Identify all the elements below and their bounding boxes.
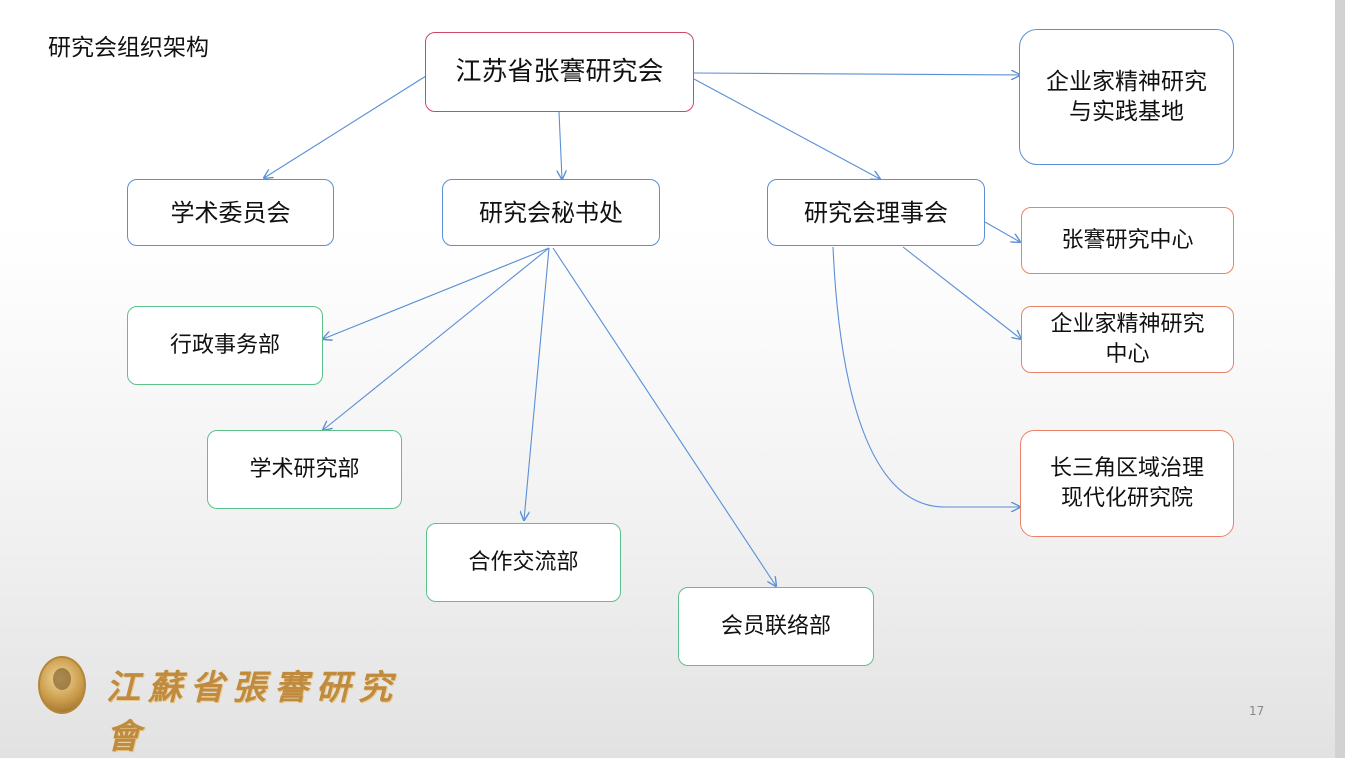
page-number: 17 xyxy=(1249,704,1265,718)
edge-root-to-secretariat xyxy=(559,111,562,179)
node-research-dept: 学术研究部 xyxy=(207,430,402,509)
edge-secretariat-to-member xyxy=(552,247,776,586)
node-admin-dept: 行政事务部 xyxy=(127,306,323,385)
node-council-label: 研究会理事会 xyxy=(804,198,948,227)
node-secretariat-label: 研究会秘书处 xyxy=(479,198,623,227)
edge-root-to-academic-committee xyxy=(264,75,427,178)
node-coop-dept: 合作交流部 xyxy=(426,523,621,602)
node-entrepreneur-center: 企业家精神研究 中心 xyxy=(1021,306,1234,373)
edge-secretariat-to-research xyxy=(323,247,550,430)
node-member-dept: 会员联络部 xyxy=(678,587,874,666)
slide-edge-bar xyxy=(1335,0,1345,758)
edge-council-to-entrepreneur-center xyxy=(902,246,1021,339)
logo-calligraphy-text: 江蘇省張謇研究會 xyxy=(106,668,400,757)
node-root: 江苏省张謇研究会 xyxy=(425,32,694,112)
node-admin-dept-label: 行政事务部 xyxy=(169,332,280,358)
node-member-dept-label: 会员联络部 xyxy=(720,613,831,639)
node-root-label: 江苏省张謇研究会 xyxy=(455,57,664,87)
node-research-dept-label: 学术研究部 xyxy=(249,456,360,482)
slide-title: 研究会组织架构 xyxy=(48,35,209,61)
node-academic-committee: 学术委员会 xyxy=(127,179,334,246)
society-logo: 江蘇省張謇研究會 xyxy=(36,654,416,757)
edge-root-to-council xyxy=(693,78,880,179)
node-yrd-institute-label: 长三角区域治理 现代化研究院 xyxy=(1049,455,1204,511)
node-secretariat: 研究会秘书处 xyxy=(442,179,660,246)
portrait-medal-icon xyxy=(38,656,86,714)
edge-root-to-practice-base xyxy=(693,73,1020,75)
edge-secretariat-to-coop xyxy=(524,247,550,520)
node-practice-base: 企业家精神研究 与实践基地 xyxy=(1019,29,1234,165)
node-yrd-institute: 长三角区域治理 现代化研究院 xyxy=(1020,430,1234,537)
node-coop-dept-label: 合作交流部 xyxy=(468,549,579,575)
edge-council-to-zhangjian-center xyxy=(984,221,1020,242)
edge-council-to-yrd-institute xyxy=(832,246,1020,507)
node-zhangjian-center-label: 张謇研究中心 xyxy=(1061,227,1194,253)
node-academic-committee-label: 学术委员会 xyxy=(170,198,291,227)
node-council: 研究会理事会 xyxy=(767,179,985,246)
node-practice-base-label: 企业家精神研究 与实践基地 xyxy=(1046,69,1207,125)
node-zhangjian-center: 张謇研究中心 xyxy=(1021,207,1234,274)
edge-secretariat-to-admin xyxy=(323,247,550,339)
node-entrepreneur-center-label: 企业家精神研究 中心 xyxy=(1050,311,1205,367)
